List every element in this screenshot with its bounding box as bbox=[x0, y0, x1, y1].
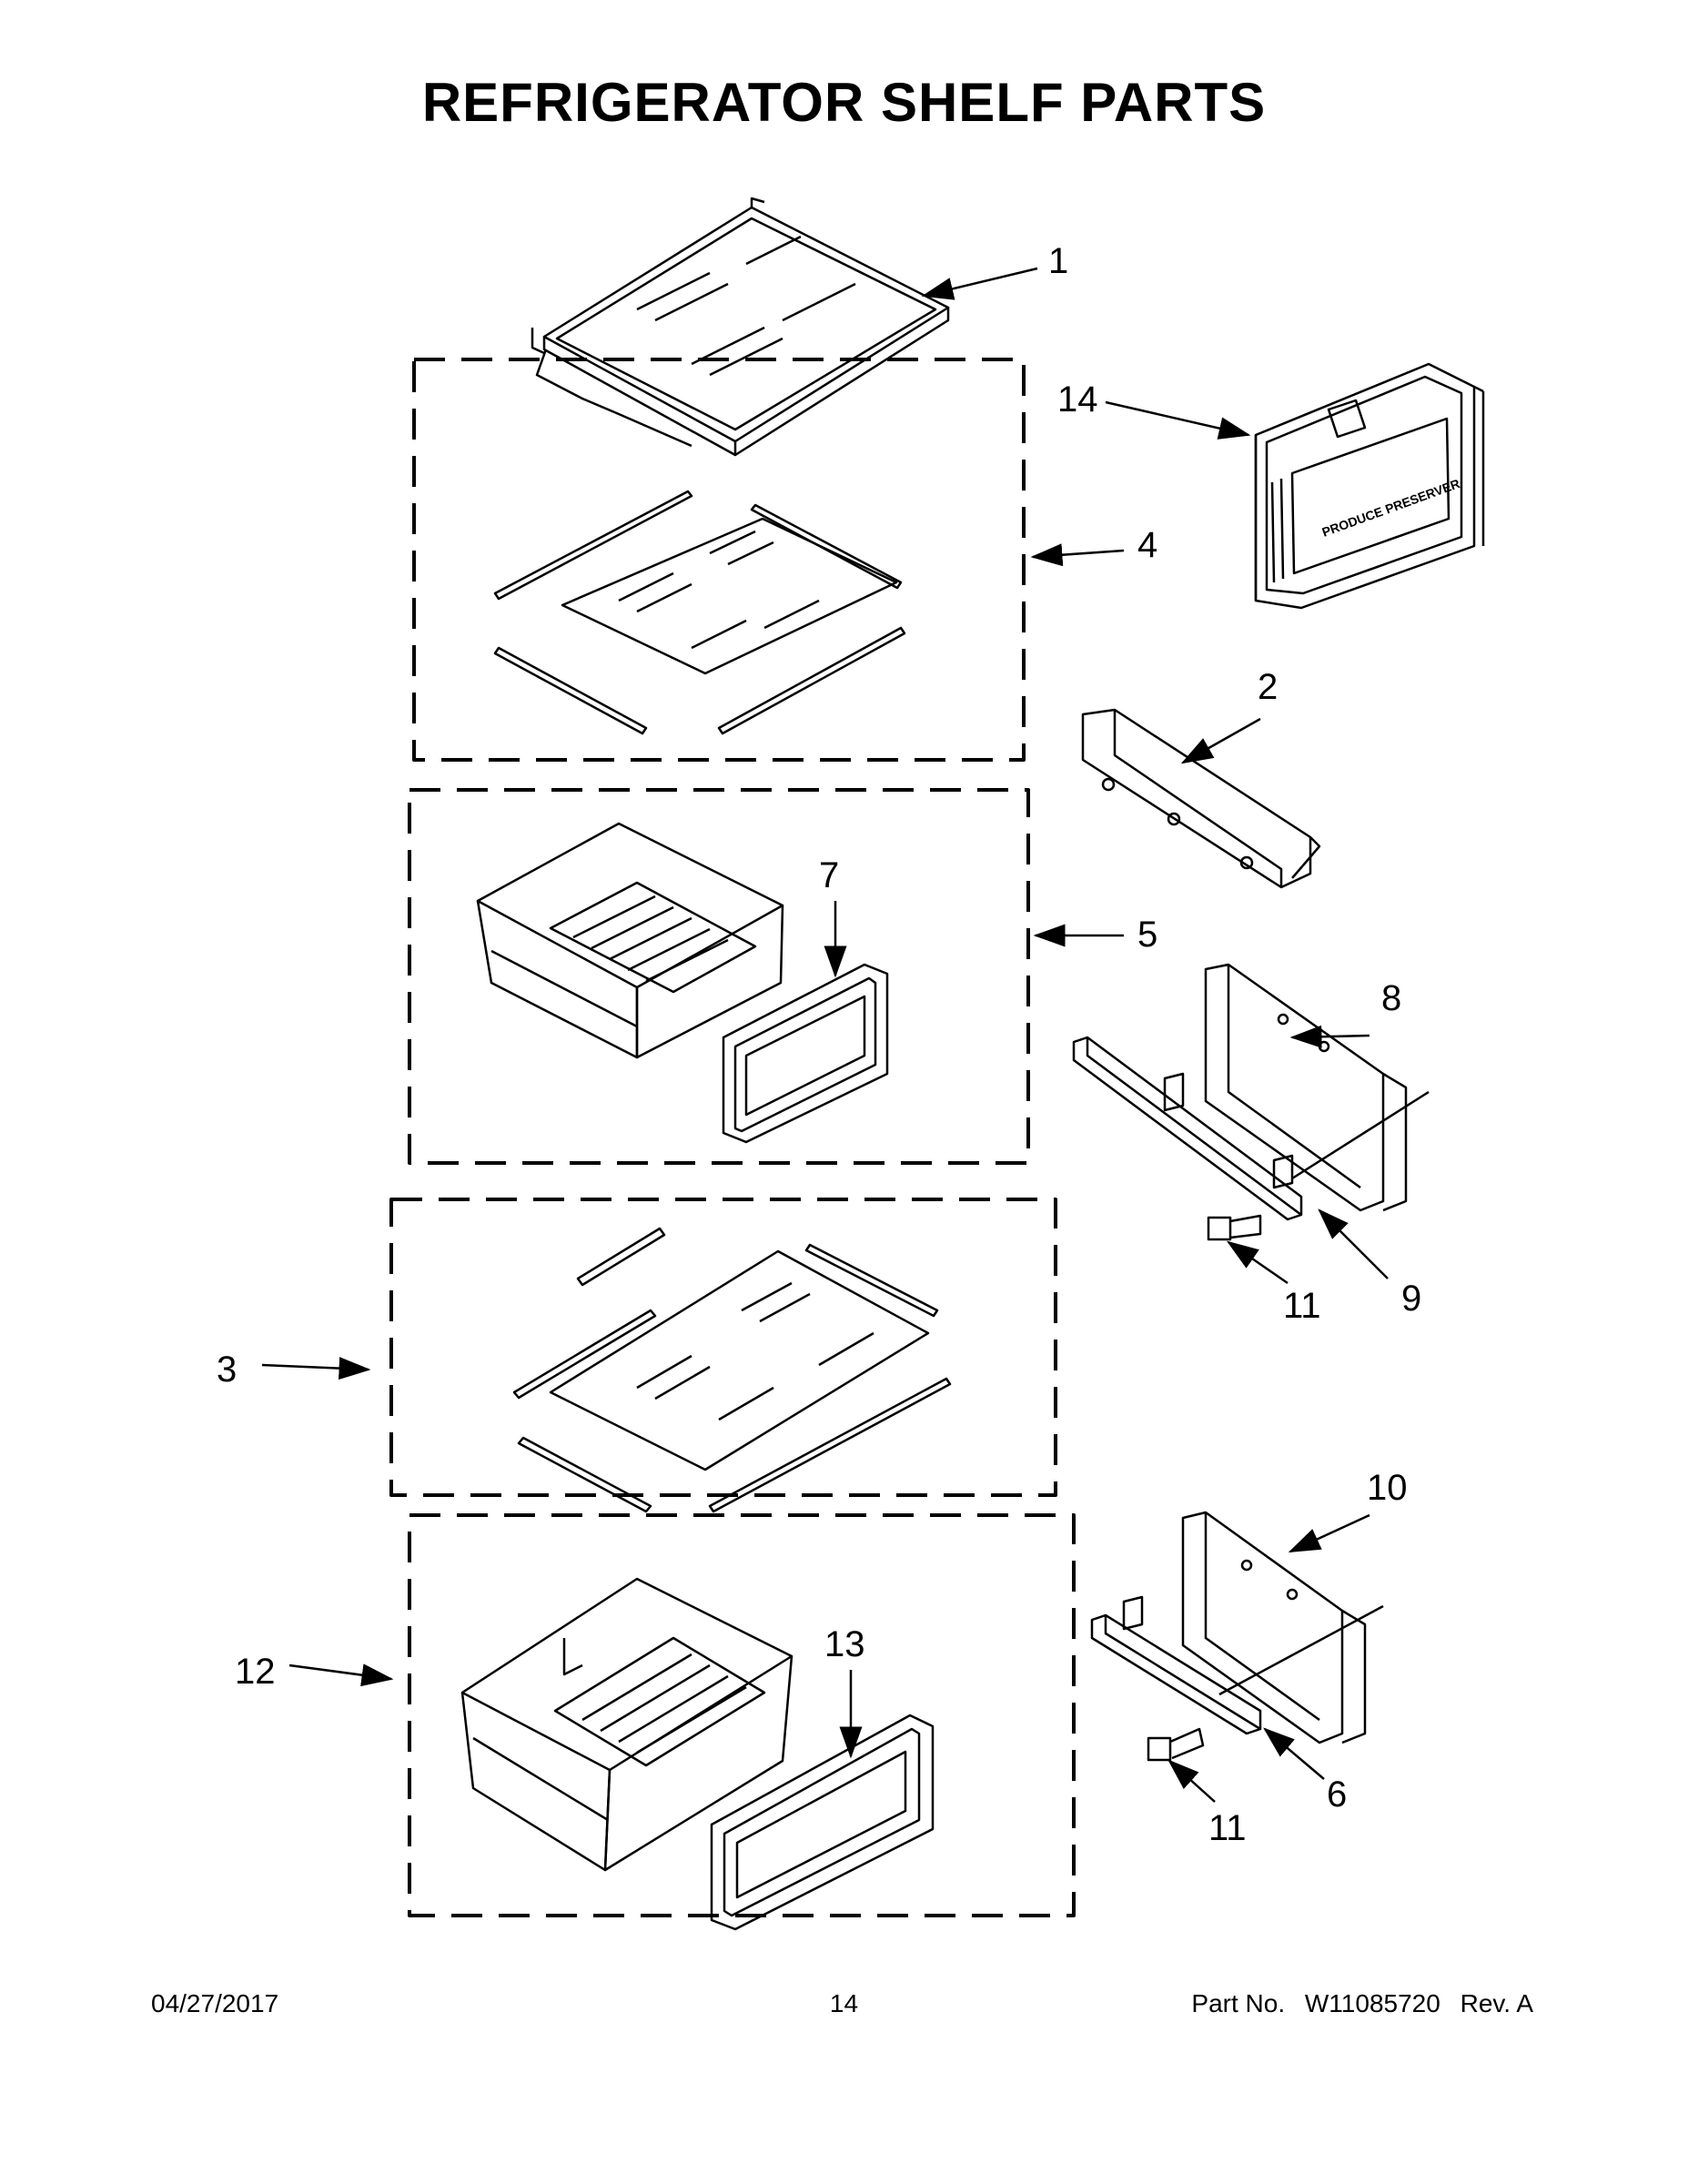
leader-arrow-11-lower bbox=[1167, 1759, 1216, 1803]
glass-shelf-part-4 bbox=[493, 490, 906, 735]
callout-5: 5 bbox=[1137, 915, 1157, 955]
leader-arrow-4 bbox=[1030, 543, 1125, 567]
callout-8: 8 bbox=[1381, 978, 1401, 1018]
callout-11-upper: 11 bbox=[1283, 1286, 1321, 1326]
part-number: W11085720 bbox=[1304, 1989, 1440, 2017]
cover-bracket-part-8 bbox=[1204, 963, 1408, 1212]
assembly-box-part-5 bbox=[408, 788, 1030, 1165]
leader-arrow-10 bbox=[1288, 1513, 1370, 1553]
callout-11-lower: 11 bbox=[1208, 1808, 1247, 1848]
callout-2: 2 bbox=[1258, 667, 1278, 707]
callout-3: 3 bbox=[217, 1350, 237, 1390]
screw-part-11-lower bbox=[1147, 1727, 1205, 1762]
leader-arrow-12 bbox=[288, 1663, 394, 1687]
slide-rail-part-6 bbox=[1090, 1595, 1384, 1735]
callout-14: 14 bbox=[1057, 379, 1098, 420]
assembly-box-part-4 bbox=[412, 358, 1026, 762]
footer-date: 04/27/2017 bbox=[151, 1989, 279, 2017]
part-number-label: Part No. bbox=[1191, 1989, 1286, 2017]
footer-page-number: 14 bbox=[829, 1989, 859, 2017]
callout-10: 10 bbox=[1367, 1468, 1408, 1508]
cover-part-2 bbox=[1081, 708, 1321, 889]
glass-shelf-part-3 bbox=[512, 1227, 952, 1513]
footer-part-info: Part No. W11085720 Rev. A bbox=[1178, 1989, 1533, 2018]
leader-arrow-11-upper bbox=[1226, 1240, 1289, 1285]
leader-arrow-3 bbox=[261, 1357, 371, 1380]
page-title: REFRIGERATOR SHELF PARTS bbox=[421, 72, 1267, 133]
drawer-front-part-13 bbox=[710, 1714, 935, 1931]
callout-1: 1 bbox=[1048, 241, 1068, 281]
produce-preserver-part-14 bbox=[1254, 362, 1485, 610]
screw-part-11-upper bbox=[1207, 1214, 1262, 1241]
drawer-front-part-7 bbox=[722, 963, 889, 1144]
shelf-assembly-part-1 bbox=[531, 197, 950, 457]
assembly-box-part-12 bbox=[408, 1513, 1076, 1917]
leader-arrow-1 bbox=[921, 267, 1038, 300]
callout-12: 12 bbox=[235, 1652, 276, 1692]
leader-arrow-14 bbox=[1105, 400, 1251, 440]
lower-drawer-part-12 bbox=[460, 1577, 793, 1872]
callout-13: 13 bbox=[824, 1624, 865, 1664]
leader-arrow-2 bbox=[1180, 717, 1261, 764]
leader-arrow-8 bbox=[1289, 1025, 1370, 1048]
leader-arrow-9 bbox=[1318, 1208, 1389, 1279]
revision: Rev. A bbox=[1460, 1989, 1533, 2017]
slide-rail-part-9 bbox=[1072, 1036, 1430, 1221]
leader-arrow-6 bbox=[1263, 1727, 1325, 1780]
callout-7: 7 bbox=[819, 855, 839, 895]
callout-4: 4 bbox=[1137, 525, 1157, 565]
crisper-drawer-part-5 bbox=[476, 822, 784, 1059]
assembly-box-part-3 bbox=[389, 1198, 1057, 1497]
callout-9: 9 bbox=[1401, 1279, 1421, 1319]
callout-6: 6 bbox=[1327, 1774, 1347, 1815]
cover-bracket-part-10 bbox=[1181, 1511, 1367, 1744]
produce-preserver-label: PRODUCE PRESERVER bbox=[1320, 476, 1462, 540]
